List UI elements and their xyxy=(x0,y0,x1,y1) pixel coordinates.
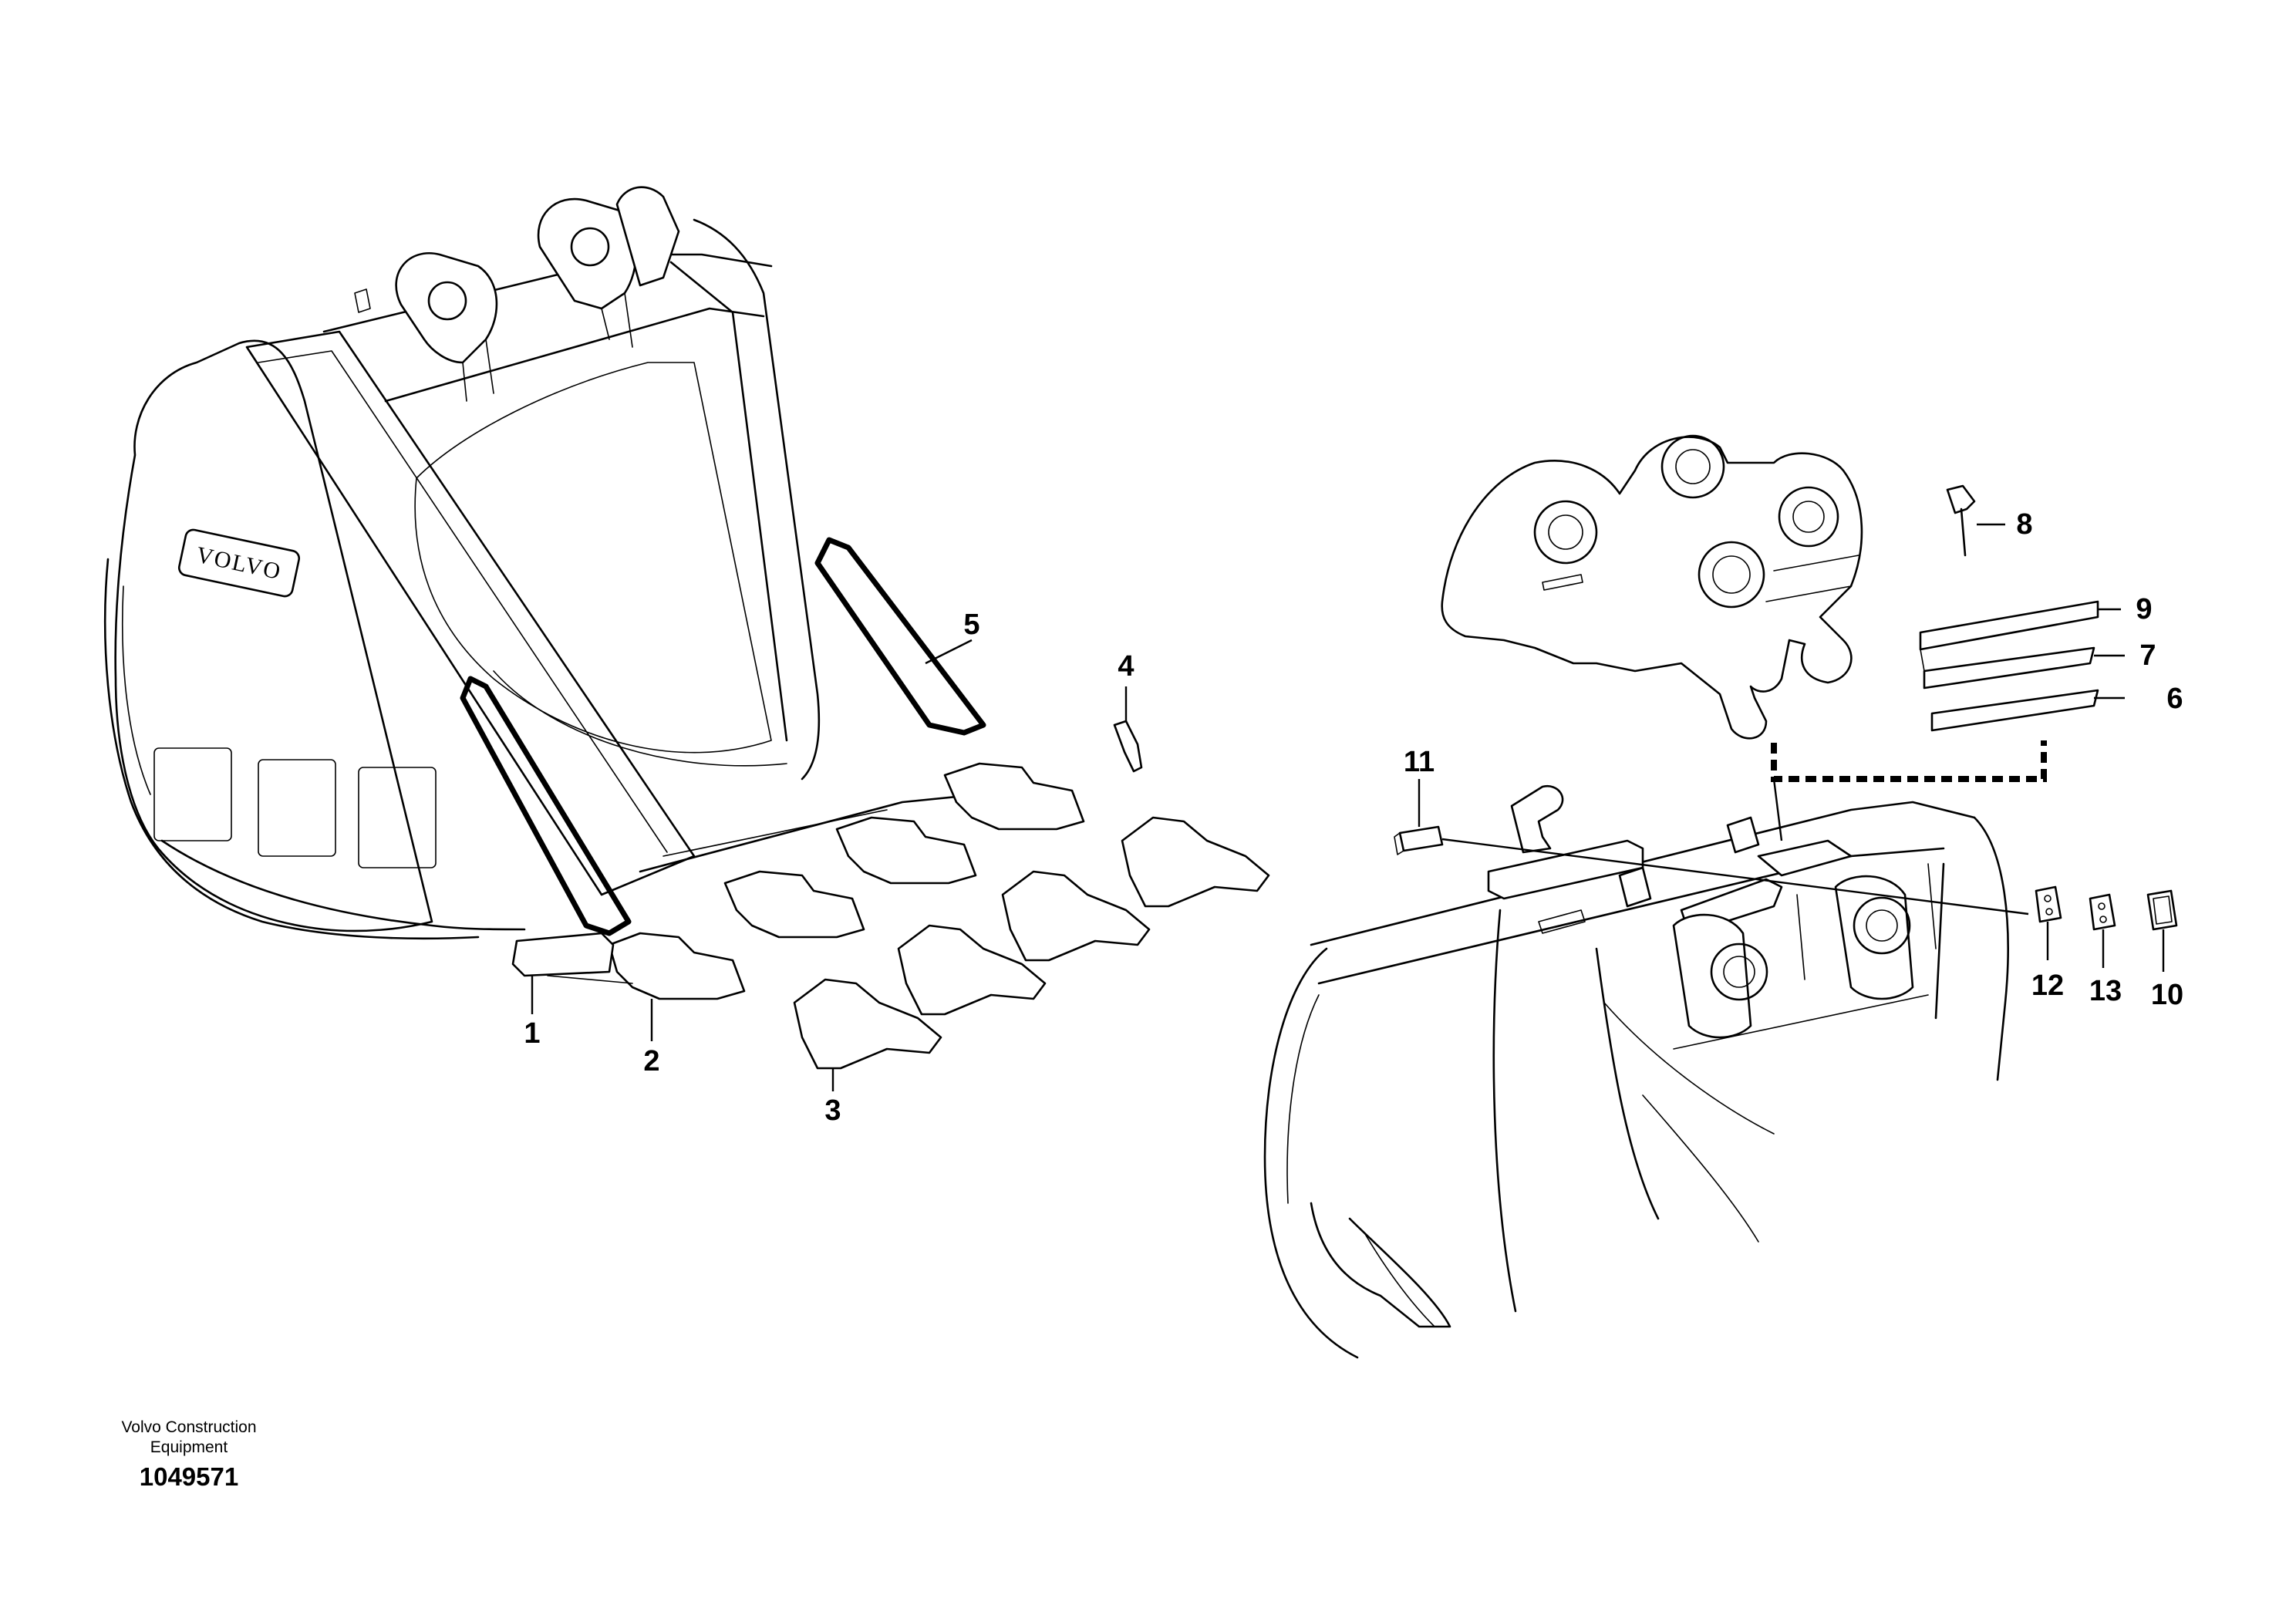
callout-1: 1 xyxy=(524,1017,540,1050)
callout-13: 13 xyxy=(2089,975,2122,1007)
callout-leaders xyxy=(531,523,2165,1091)
drawing-number: 1049571 xyxy=(139,1462,239,1491)
callout-6: 6 xyxy=(2166,683,2183,715)
coupler-assembly xyxy=(1263,434,2178,1359)
company-name-line1: Volvo Construction xyxy=(121,1418,257,1436)
callout-8: 8 xyxy=(2016,508,2032,541)
callout-labels: 1 2 3 4 5 6 7 8 9 10 11 12 13 xyxy=(524,508,2183,1127)
callout-12: 12 xyxy=(2031,969,2064,1002)
callout-9: 9 xyxy=(2136,593,2152,626)
callout-3: 3 xyxy=(824,1094,841,1127)
callout-5: 5 xyxy=(963,609,979,641)
callout-4: 4 xyxy=(1118,650,1134,683)
footer-company: Volvo Construction Equipment xyxy=(100,1418,278,1458)
company-name-line2: Equipment xyxy=(150,1438,228,1456)
bucket-assembly: VOLVO xyxy=(103,186,1270,1070)
callout-10: 10 xyxy=(2151,979,2183,1011)
brand-plate-text: VOLVO xyxy=(194,542,285,585)
callout-7: 7 xyxy=(2139,639,2156,672)
callout-2: 2 xyxy=(643,1045,659,1077)
volvo-nameplate: VOLVO xyxy=(177,528,301,598)
callout-11: 11 xyxy=(1404,746,1435,778)
